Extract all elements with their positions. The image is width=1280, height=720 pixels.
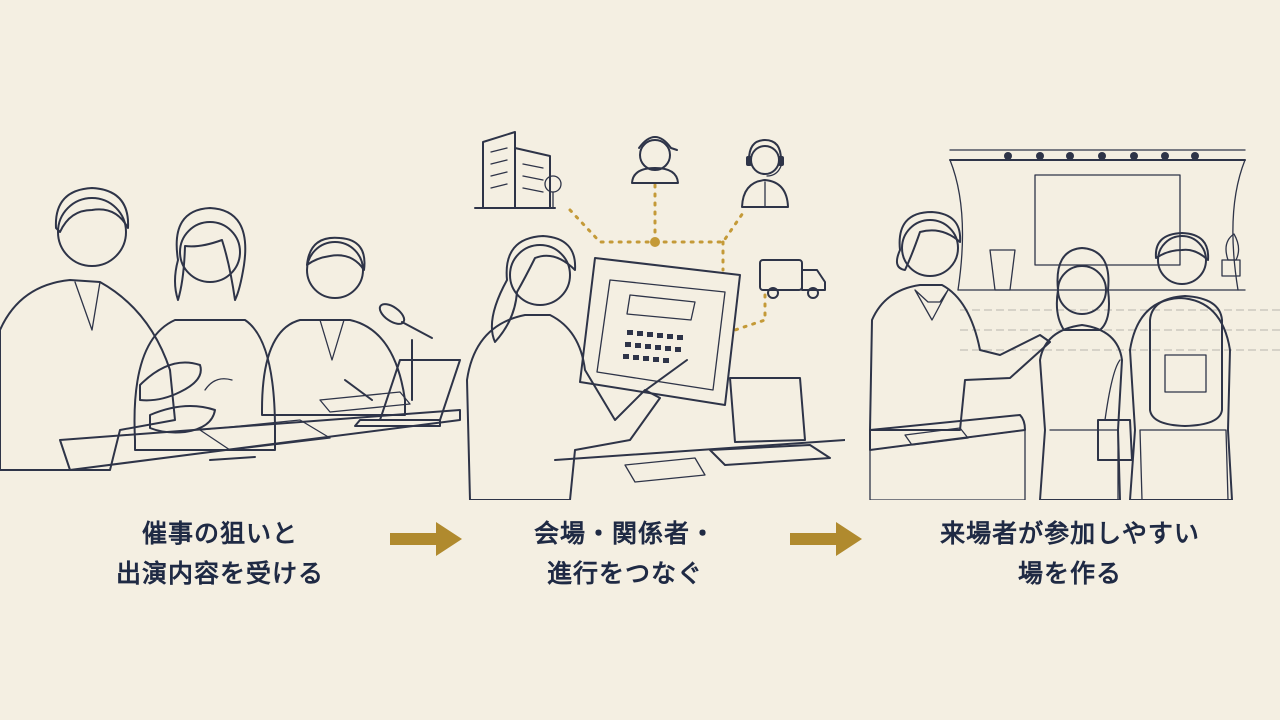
laptop [354, 359, 461, 427]
coordination-illustration [455, 120, 845, 500]
step-1-line-1: 催事の狙いと [141, 519, 298, 548]
visitor-man-backpack [1129, 232, 1233, 500]
headset-operator-icon [741, 139, 789, 208]
person-writing [261, 236, 406, 416]
coordinator-person [466, 235, 688, 500]
person-speaking [0, 187, 216, 471]
laptop [624, 377, 831, 483]
receptionist-person [869, 211, 1051, 431]
reception-counter [869, 414, 1026, 500]
desk-edge [554, 439, 845, 461]
microphone [378, 303, 433, 401]
step-3-caption: 来場者が参加しやすい 場を作る [900, 514, 1240, 594]
step-3-line-2: 場を作る [1017, 559, 1122, 588]
step-2-caption: 会場・関係者・ 進行をつなぐ [475, 514, 775, 594]
venue-illustration [850, 130, 1280, 500]
meeting-table [59, 391, 461, 471]
step-3-line-1: 来場者が参加しやすい [940, 519, 1200, 548]
visitor-woman [1039, 247, 1133, 500]
connector-hub [650, 237, 660, 247]
meeting-illustration [0, 170, 470, 500]
step-2-line-2: 進行をつなぐ [546, 559, 703, 588]
connector-lines [568, 183, 767, 332]
step-1-caption: 催事の狙いと 出演内容を受ける [70, 514, 370, 594]
worker-cap-icon [631, 136, 679, 184]
floor-plan-board [579, 257, 741, 406]
step-2-line-1: 会場・関係者・ [533, 519, 716, 548]
delivery-truck-icon [759, 259, 826, 299]
building-icon [474, 131, 562, 209]
arrow-right-icon [390, 522, 462, 556]
person-listening [133, 207, 276, 451]
step-1-line-2: 出演内容を受ける [115, 559, 324, 588]
arrow-right-icon [790, 522, 862, 556]
stage-frame [949, 149, 1280, 351]
